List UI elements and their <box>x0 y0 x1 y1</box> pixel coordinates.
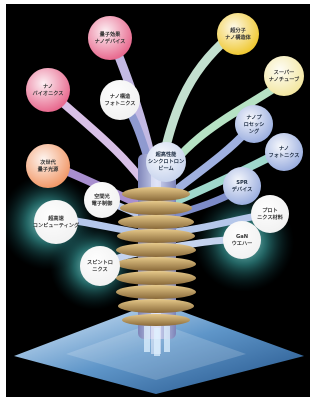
node-label: 量子効果 <box>100 30 122 38</box>
node-label: デバイス <box>232 185 253 193</box>
node-left-white-1: 空間光 電子制御 <box>84 182 120 218</box>
node-label: 次世代 <box>40 158 56 166</box>
node-label: コンピューティング <box>33 221 80 229</box>
node-label: ナノプ <box>246 113 262 121</box>
node-blue-mid-right: SPR デバイス <box>223 167 261 205</box>
node-top-right-yellow: 超分子 ナノ構造体 <box>217 13 259 55</box>
node-label: ロセッシ <box>244 121 265 128</box>
node-label: ナノ構造体 <box>225 33 251 41</box>
node-label: シンクロトロン <box>148 157 184 165</box>
node-label: ナノ <box>279 145 289 152</box>
node-label: ナノ構造 <box>110 92 131 100</box>
node-label: スピントロ <box>87 258 113 266</box>
node-label: ニクス <box>92 265 107 273</box>
node-label: ナノチューブ <box>269 75 300 83</box>
node-right-white: プロト ニクス材料 <box>251 195 289 233</box>
node-left-pink: ナノ バイオニクス <box>26 68 70 112</box>
node-top-left-pink: 量子効果 ナノデバイス <box>88 16 132 60</box>
node-right-lower: GaN ウエハー <box>223 221 261 259</box>
node-label: ウエハー <box>232 239 253 247</box>
node-label: 超高性能 <box>155 150 178 158</box>
node-label: ビーム <box>158 164 173 172</box>
node-label: ング <box>249 127 260 135</box>
node-label: ニクス材料 <box>257 213 284 221</box>
node-label: スーパー <box>274 68 295 76</box>
node-label: フォトニクス <box>105 99 136 107</box>
node-label: GaN <box>236 234 248 240</box>
node-label: 電子制御 <box>92 199 113 207</box>
node-left-white-3: スピントロ ニクス <box>80 246 120 286</box>
diagram-frame: 量子効果 ナノデバイス 超分子 ナノ構造体 ナノ バイオニクス ナノ構造 フォト… <box>6 4 310 397</box>
node-label: フォトニクス <box>269 151 300 159</box>
node-label: SPR <box>236 180 248 186</box>
node-label: 量子光源 <box>38 165 60 173</box>
node-right-yellow: スーパー ナノチューブ <box>264 56 304 96</box>
node-label: ナノ <box>43 83 53 90</box>
node-label: 空間光 <box>94 192 110 200</box>
node-blue-right: ナノ フォトニクス <box>265 133 303 171</box>
light-beams <box>144 326 170 356</box>
node-label: バイオニクス <box>33 89 64 97</box>
node-label: 超分子 <box>229 26 246 34</box>
node-label: プロト <box>262 206 278 214</box>
node-orange-left: 次世代 量子光源 <box>26 144 70 188</box>
node-label: 超高速 <box>47 214 64 222</box>
node-label: ナノデバイス <box>95 37 126 45</box>
technology-tree-diagram: 量子効果 ナノデバイス 超分子 ナノ構造体 ナノ バイオニクス ナノ構造 フォト… <box>6 4 310 397</box>
node-white-upper: ナノ構造 フォトニクス <box>100 80 140 120</box>
node-blue-upper-right: ナノプ ロセッシ ング <box>235 105 273 143</box>
node-center: 超高性能 シンクロトロン ビーム <box>146 142 186 182</box>
